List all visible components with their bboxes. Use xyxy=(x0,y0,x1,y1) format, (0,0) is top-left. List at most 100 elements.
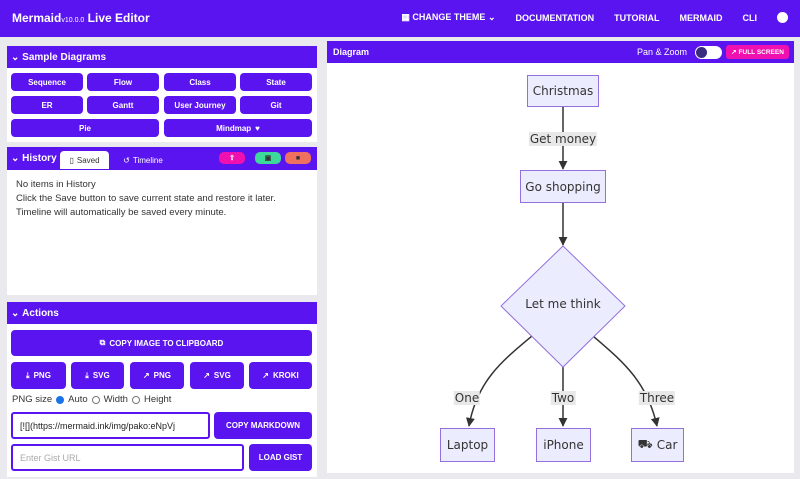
download-svg-button[interactable]: ⤓SVG xyxy=(71,362,124,389)
external-link-icon: ↗ xyxy=(262,371,269,380)
copy-markdown-button[interactable]: COPY MARKDOWN xyxy=(214,412,312,439)
node-let-me-think[interactable]: Let me think xyxy=(525,297,601,311)
radio-width[interactable] xyxy=(91,395,100,404)
history-panel: ⌄ History ▯Saved ↺Timeline ⇧ ▣ ■ No item… xyxy=(7,147,317,295)
edge-label-get-money: Get money xyxy=(528,132,598,146)
heart-icon: ♥ xyxy=(255,123,260,133)
sample-er[interactable]: ER xyxy=(11,96,83,114)
panel-title: Actions xyxy=(22,307,59,319)
radio-auto[interactable] xyxy=(56,395,65,404)
sample-gantt[interactable]: Gantt xyxy=(87,96,159,114)
save-button[interactable]: ▣ xyxy=(255,152,281,164)
panel-title: Sample Diagrams xyxy=(22,51,107,63)
copy-icon: ⧉ xyxy=(99,338,106,347)
trash-icon: ■ xyxy=(295,154,301,162)
change-theme-menu[interactable]: ▦ CHANGE THEME ⌄ xyxy=(401,12,496,22)
button-label: KROKI xyxy=(272,371,299,380)
mindmap-label: Mindmap xyxy=(216,123,252,133)
github-icon[interactable] xyxy=(777,12,788,23)
download-icon: ⤓ xyxy=(85,370,89,380)
pan-zoom-toggle[interactable] xyxy=(695,46,722,59)
node-christmas[interactable]: Christmas xyxy=(527,75,599,107)
history-timeline-text: Timeline will automatically be saved eve… xyxy=(16,207,227,218)
sample-pie[interactable]: Pie xyxy=(11,119,159,137)
nav-cli[interactable]: CLI xyxy=(742,12,758,23)
button-label: SVG xyxy=(92,371,110,380)
gist-url-input[interactable]: Enter Gist URL xyxy=(11,444,244,471)
nav-mermaid[interactable]: MERMAID xyxy=(679,12,723,23)
sample-flow[interactable]: Flow xyxy=(87,73,159,91)
sample-sequence[interactable]: Sequence xyxy=(11,73,83,91)
brand-subtitle: Live Editor xyxy=(87,11,150,25)
diagram-panel: Diagram Pan & Zoom ↗FULL SCREEN Christma… xyxy=(327,41,794,473)
edge-think-laptop xyxy=(465,335,533,427)
download-png-button[interactable]: ⤓PNG xyxy=(11,362,66,389)
kroki-button[interactable]: ↗KROKI xyxy=(249,362,312,389)
app-title: Mermaidv10.0.0 Live Editor xyxy=(12,11,150,25)
sample-git[interactable]: Git xyxy=(240,96,312,114)
markdown-field[interactable]: [![](https://mermaid.ink/img/pako:eNpVj xyxy=(11,412,210,439)
node-go-shopping[interactable]: Go shopping xyxy=(520,170,606,203)
radio-label: Width xyxy=(103,394,128,405)
brand-name: Mermaid xyxy=(12,11,62,25)
edge-think-car xyxy=(592,335,660,427)
history-empty-text: No items in History xyxy=(16,179,96,190)
sample-mindmap[interactable]: Mindmap♥ xyxy=(164,119,312,137)
open-png-button[interactable]: ↗PNG xyxy=(130,362,184,389)
tab-timeline[interactable]: ↺Timeline xyxy=(113,151,173,169)
edge-label-one: One xyxy=(453,391,481,405)
decision-node xyxy=(500,245,626,368)
top-bar: Mermaidv10.0.0 Live Editor ▦ CHANGE THEM… xyxy=(0,0,800,37)
sample-class[interactable]: Class xyxy=(164,73,236,91)
upload-icon: ⇧ xyxy=(229,155,235,162)
radio-height[interactable] xyxy=(131,395,140,404)
node-car[interactable]: ⛟Car xyxy=(631,428,684,462)
history-icon: ↺ xyxy=(123,155,130,165)
sample-diagrams-header[interactable]: ⌄ Sample Diagrams xyxy=(7,46,317,68)
sample-state[interactable]: State xyxy=(240,73,312,91)
tab-saved[interactable]: ▯Saved xyxy=(60,151,109,169)
change-theme-label: CHANGE THEME xyxy=(412,12,486,22)
external-link-icon: ↗ xyxy=(142,371,150,380)
sample-user-journey[interactable]: User Journey xyxy=(164,96,236,114)
bookmark-icon: ▯ xyxy=(69,155,74,165)
node-laptop[interactable]: Laptop xyxy=(440,428,495,462)
history-header[interactable]: ⌄ History ▯Saved ↺Timeline ⇧ ▣ ■ xyxy=(7,147,317,170)
node-label: Car xyxy=(656,438,678,452)
version: v10.0.0 xyxy=(61,17,85,24)
external-link-icon: ↗ xyxy=(731,49,737,56)
chevron-down-icon: ⌄ xyxy=(11,51,23,63)
png-size-group: PNG size Auto Width Height xyxy=(12,394,171,405)
chevron-down-icon: ⌄ xyxy=(11,153,23,164)
history-help-text: Click the Save button to save current st… xyxy=(16,193,276,204)
tab-label: Saved xyxy=(76,155,100,165)
download-icon: ⤓ xyxy=(26,370,30,380)
node-iphone[interactable]: iPhone xyxy=(536,428,591,462)
button-label: FULL SCREEN xyxy=(738,48,784,56)
actions-header[interactable]: ⌄ Actions xyxy=(7,302,317,324)
external-link-icon: ↗ xyxy=(203,371,210,380)
radio-label: Height xyxy=(143,394,172,405)
diagram-header: Diagram Pan & Zoom ↗FULL SCREEN xyxy=(327,41,794,63)
full-screen-button[interactable]: ↗FULL SCREEN xyxy=(726,45,789,59)
edge-label-two: Two xyxy=(550,391,576,405)
delete-button[interactable]: ■ xyxy=(285,152,311,164)
button-label: PNG xyxy=(153,371,172,380)
sample-diagrams-panel: ⌄ Sample Diagrams Sequence Flow Class St… xyxy=(7,46,317,142)
button-label: COPY IMAGE TO CLIPBOARD xyxy=(109,338,224,348)
load-gist-button[interactable]: LOAD GIST xyxy=(249,444,312,471)
nav-documentation[interactable]: DOCUMENTATION xyxy=(515,12,595,23)
save-icon: ▣ xyxy=(264,155,272,162)
panel-title: History xyxy=(22,153,57,164)
png-size-label: PNG size xyxy=(12,394,53,405)
copy-image-button[interactable]: ⧉COPY IMAGE TO CLIPBOARD xyxy=(11,330,312,356)
upload-button[interactable]: ⇧ xyxy=(219,152,245,164)
panel-title: Diagram xyxy=(333,47,370,57)
chevron-down-icon: ⌄ xyxy=(487,12,496,22)
edge-label-three: Three xyxy=(638,391,676,405)
tab-label: Timeline xyxy=(132,155,163,165)
car-icon: ⛟ xyxy=(637,437,653,451)
nav-tutorial[interactable]: TUTORIAL xyxy=(614,12,660,23)
actions-panel: ⌄ Actions ⧉COPY IMAGE TO CLIPBOARD ⤓ PNG … xyxy=(7,302,317,477)
open-svg-button[interactable]: ↗SVG xyxy=(190,362,244,389)
